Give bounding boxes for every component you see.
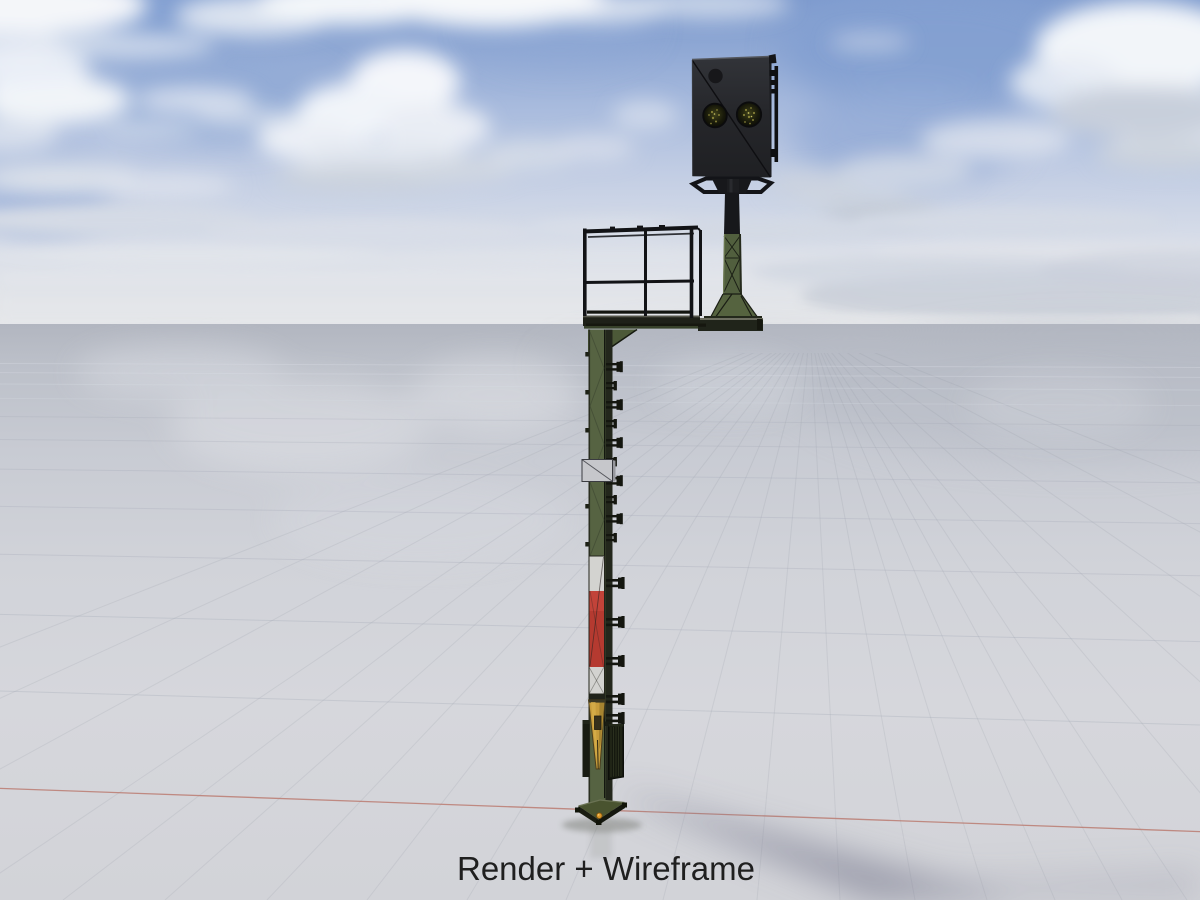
svg-text:Render + Wireframe: Render + Wireframe bbox=[457, 850, 755, 887]
